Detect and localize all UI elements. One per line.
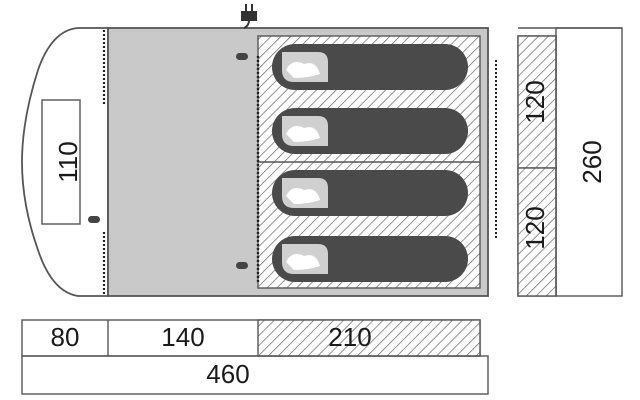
sleeping-bag-icon bbox=[272, 170, 468, 216]
power-plug-icon bbox=[241, 4, 257, 29]
bedroom-width-box-bottom bbox=[517, 167, 557, 297]
vestibule-length-label: 80 bbox=[51, 322, 80, 352]
vestibule-depth-label: 110 bbox=[53, 141, 83, 182]
bedroom-width-label: 120 bbox=[520, 80, 550, 123]
sleeping-bag-icon bbox=[272, 236, 468, 282]
bedroom-length-box bbox=[257, 319, 481, 357]
bedroom-length-label: 210 bbox=[328, 322, 371, 352]
total-width-label: 260 bbox=[577, 140, 607, 183]
sleeping-bag-icon bbox=[272, 44, 468, 90]
vestibule-area bbox=[21, 27, 109, 297]
door-toggle bbox=[88, 216, 100, 223]
door-toggle bbox=[236, 53, 248, 60]
living-length-label: 140 bbox=[161, 322, 204, 352]
sleeping-bag-icon bbox=[272, 108, 468, 154]
total-length-label: 460 bbox=[206, 359, 249, 389]
door-toggle bbox=[236, 262, 248, 269]
total-length-box bbox=[21, 355, 489, 395]
bedroom-width-label-2: 120 bbox=[520, 206, 550, 249]
vestibule-mat-outline bbox=[41, 99, 81, 225]
